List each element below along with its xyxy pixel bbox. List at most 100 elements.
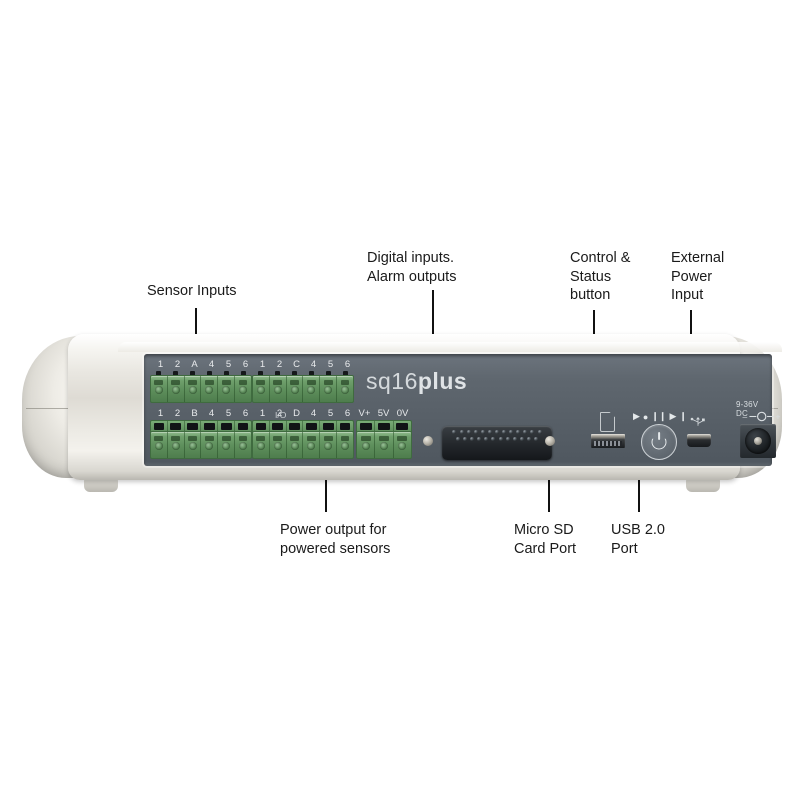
terminal-pin xyxy=(292,371,297,376)
play-icon-2: ▶ xyxy=(669,411,677,421)
terminal-label: 2 xyxy=(276,359,283,370)
power-output-terminal-block[interactable] xyxy=(356,431,412,459)
external-power-input-jack[interactable] xyxy=(740,424,776,458)
plug-contact xyxy=(303,421,321,432)
leader-line-power-output xyxy=(325,462,327,512)
terminal-label: 1 xyxy=(157,359,164,370)
terminal-screw[interactable] xyxy=(303,432,321,458)
plug-contact xyxy=(337,421,353,432)
plug-contact xyxy=(394,421,411,432)
terminal-label: 2 xyxy=(174,359,181,370)
db25-io-connector[interactable] xyxy=(442,426,552,460)
terminal-pin xyxy=(275,371,280,376)
terminal-screw[interactable] xyxy=(201,432,219,458)
terminal-screw[interactable] xyxy=(357,432,376,458)
device-foot-left xyxy=(84,478,118,492)
terminal-screw[interactable] xyxy=(201,376,219,402)
micro-sd-card-slot[interactable] xyxy=(591,434,625,448)
db25-pin xyxy=(530,430,535,434)
db25-screw-left xyxy=(423,436,433,446)
chassis-top-bezel xyxy=(118,342,782,352)
terminal-screw[interactable] xyxy=(270,376,287,402)
sensor-terminal-block-d[interactable] xyxy=(252,431,354,459)
db25-pin xyxy=(484,437,489,441)
terminal-screw[interactable] xyxy=(287,376,304,402)
device-foot-right xyxy=(686,478,720,492)
sensor-terminal-block-c[interactable] xyxy=(252,375,354,403)
plug-contact xyxy=(151,421,168,432)
terminal-label: A xyxy=(191,359,198,370)
terminal-screw[interactable] xyxy=(218,432,236,458)
terminal-screw[interactable] xyxy=(320,432,338,458)
db25-pin xyxy=(505,437,510,441)
db25-pin xyxy=(470,437,475,441)
dc-polarity-icon: – + xyxy=(743,412,781,422)
terminal-screw[interactable] xyxy=(235,376,251,402)
db25-pin xyxy=(509,430,514,434)
terminal-label: 4 xyxy=(310,408,317,419)
db25-pin xyxy=(495,430,499,434)
power-output-label: 5V xyxy=(377,408,390,419)
plug-contact xyxy=(357,421,376,432)
terminal-screw[interactable] xyxy=(151,376,168,402)
terminal-screw[interactable] xyxy=(253,432,270,458)
terminal-screw[interactable] xyxy=(218,376,236,402)
terminal-screw[interactable] xyxy=(185,432,202,458)
terminal-screw[interactable] xyxy=(235,432,251,458)
terminal-label: 4 xyxy=(310,359,317,370)
control-status-button[interactable] xyxy=(641,424,677,460)
terminal-label: 6 xyxy=(344,359,351,370)
terminal-label: D xyxy=(293,408,300,419)
db25-pin xyxy=(473,430,478,434)
terminal-screw[interactable] xyxy=(337,376,353,402)
plug-contact xyxy=(287,421,304,432)
terminal-screw[interactable] xyxy=(303,376,321,402)
terminal-pins-group-a xyxy=(156,371,258,376)
terminal-label: 2 xyxy=(174,408,181,419)
terminal-screw[interactable] xyxy=(320,376,338,402)
sensor-terminal-block-a[interactable] xyxy=(150,375,252,403)
db25-pin xyxy=(526,437,531,441)
db25-pin xyxy=(455,437,460,441)
db25-pin xyxy=(523,430,528,434)
svg-text:+: + xyxy=(776,412,781,422)
sensor-terminal-block-b[interactable] xyxy=(150,431,252,459)
dc-jack-barrel xyxy=(745,428,771,454)
usb-2-0-port[interactable] xyxy=(687,434,711,447)
terminal-label: 5 xyxy=(225,408,232,419)
callout-sensor-inputs: Sensor Inputs xyxy=(147,283,237,299)
io-connector-label: I/O xyxy=(275,410,287,420)
terminal-label: C xyxy=(293,359,300,370)
terminal-pin xyxy=(190,371,195,376)
terminal-label: 6 xyxy=(242,408,249,419)
plug-contact xyxy=(253,421,270,432)
terminal-screw[interactable] xyxy=(168,376,185,402)
terminal-screw[interactable] xyxy=(394,432,411,458)
terminal-screw[interactable] xyxy=(253,376,270,402)
terminal-screw[interactable] xyxy=(270,432,287,458)
terminal-label: 1 xyxy=(259,408,266,419)
terminal-plug-shroud-b xyxy=(150,420,252,432)
plug-contact xyxy=(218,421,236,432)
terminal-label: B xyxy=(191,408,198,419)
terminal-screw[interactable] xyxy=(151,432,168,458)
terminal-label: 6 xyxy=(344,408,351,419)
terminal-screw[interactable] xyxy=(185,376,202,402)
terminal-screw[interactable] xyxy=(337,432,353,458)
db25-pin xyxy=(512,437,517,441)
plug-contact xyxy=(201,421,219,432)
terminal-label: 1 xyxy=(157,408,164,419)
callout-usb-port: USB 2.0 Port xyxy=(611,522,665,557)
terminal-screw[interactable] xyxy=(287,432,304,458)
terminal-screw[interactable] xyxy=(375,432,394,458)
db25-pin xyxy=(491,437,496,441)
db25-pin-row-bottom xyxy=(449,437,545,441)
db25-pin xyxy=(459,430,464,434)
terminal-screw[interactable] xyxy=(168,432,185,458)
